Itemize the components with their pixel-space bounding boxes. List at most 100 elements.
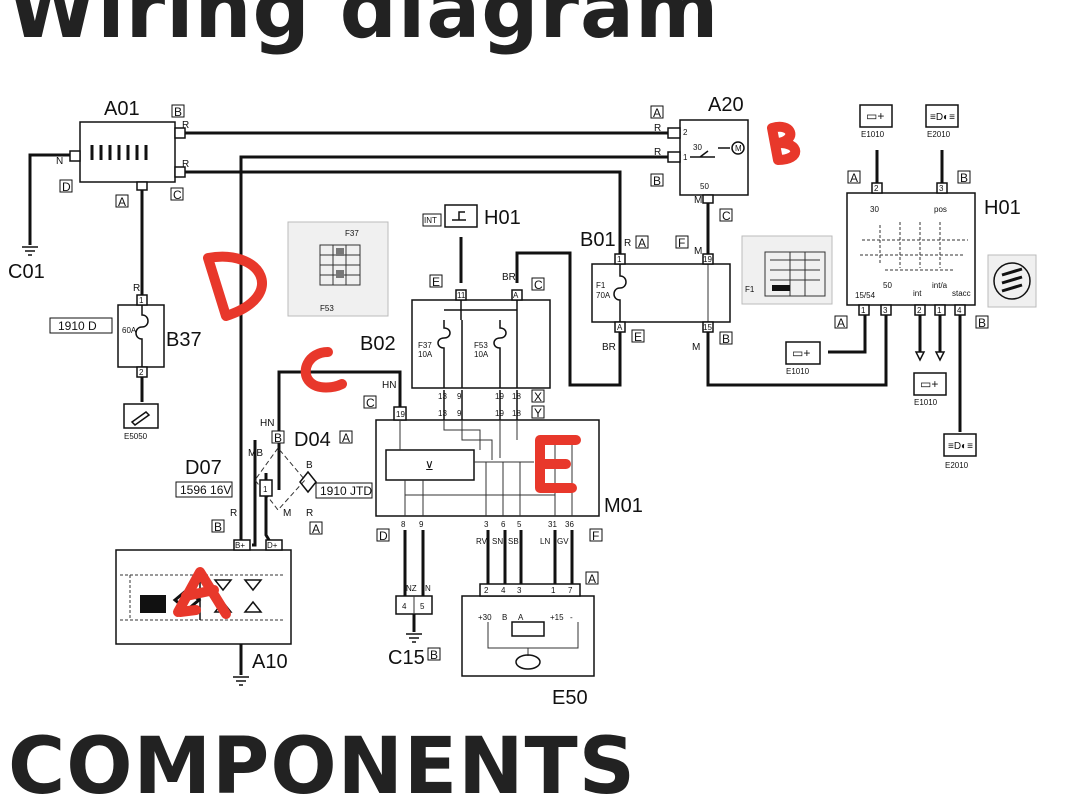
wire-code: M xyxy=(694,195,702,206)
b01-label: B01 xyxy=(580,229,616,251)
component-a20: M 2 30 1 50 xyxy=(667,119,749,204)
e5050-label: E5050 xyxy=(124,432,148,441)
switch-inset xyxy=(987,254,1037,308)
fusebox-inset-f1: F1 xyxy=(741,235,833,305)
inset-fuse-label: F53 xyxy=(320,304,334,313)
pin-number: 13 xyxy=(438,392,447,401)
wire-a01-to-b01 xyxy=(175,170,622,257)
wire-b02-to-m01-bus xyxy=(443,390,518,420)
e1010-label: E1010 xyxy=(786,367,810,376)
ground-icon xyxy=(22,246,38,256)
pin-number: 31 xyxy=(548,520,557,529)
pin-number: 3 xyxy=(939,184,944,193)
page-title: Wiring diagram xyxy=(8,0,720,56)
c15-label: C15 xyxy=(388,647,425,669)
wire-code: R xyxy=(654,147,661,158)
motor-icon: M xyxy=(735,144,742,153)
wire-code: M xyxy=(694,246,702,257)
wire-b02-a-to-b01-a xyxy=(515,251,622,387)
pin-number: 2 xyxy=(874,184,879,193)
fuse-rating: 60A xyxy=(122,326,137,335)
pin-number: 4 xyxy=(501,586,506,595)
tag: B xyxy=(214,520,222,534)
sensor-icon xyxy=(299,470,317,494)
tag: A xyxy=(342,431,350,445)
component-h01-switch: 2 3 30 pos 15/54 50 int int/a stacc 1 3 … xyxy=(846,182,976,316)
pin-number: 3 xyxy=(883,306,888,315)
wire-a01-to-c01 xyxy=(28,153,80,245)
d04-variant: 1910 JTD xyxy=(320,484,372,498)
annotation-c xyxy=(300,347,347,393)
wire-d04-dashed xyxy=(254,447,306,511)
tag: D xyxy=(379,529,388,543)
tag: F xyxy=(592,529,599,543)
pin-number: 2 xyxy=(683,128,688,137)
wire-h01-1554 xyxy=(828,312,867,354)
wire-code: HN xyxy=(260,418,274,429)
pin-number: A xyxy=(617,323,623,332)
pin-number: 4 xyxy=(957,306,962,315)
ground-icon xyxy=(406,633,422,643)
pin-number: 15 xyxy=(703,323,712,332)
pin-name: 30 xyxy=(870,205,879,214)
pin-number: 1 xyxy=(139,296,144,305)
fusebox-inset-f37-f53: F37 F53 xyxy=(287,221,389,317)
pin-number: 2 xyxy=(139,368,144,377)
c01-label: C01 xyxy=(8,261,45,283)
pin-name: A xyxy=(518,613,524,622)
sensor-icon xyxy=(130,411,151,426)
inset-fuse-label: F1 xyxy=(745,285,755,294)
wire-code: B xyxy=(306,460,313,471)
switch-icon xyxy=(452,211,466,221)
tag: C xyxy=(722,209,731,223)
pin-number: 3 xyxy=(517,586,522,595)
lamp-e2010-low: ≡D◐≡ E2010 xyxy=(943,433,977,470)
wire-code: R xyxy=(624,238,631,249)
pin-name: int xyxy=(913,289,922,298)
b02-label: B02 xyxy=(360,333,396,355)
d04-label: D04 xyxy=(294,429,331,451)
lamp-icon: ▭+ xyxy=(792,346,810,360)
pin-number: 4 xyxy=(402,602,407,611)
pin-number: 9 xyxy=(419,520,424,529)
annotation-d xyxy=(203,251,267,321)
component-b01: F1 70A 1 19 15 A xyxy=(591,253,731,333)
pin-number: 7 xyxy=(568,586,573,595)
section-heading: COMPONENTS xyxy=(8,722,636,812)
b37-variant: 1910 D xyxy=(58,319,97,333)
tag: B xyxy=(960,171,968,185)
wire-code: BR xyxy=(602,342,616,353)
pin-number: 1 xyxy=(937,306,942,315)
pin-name: int/a xyxy=(932,281,948,290)
fuse-rating: 10A xyxy=(418,350,433,359)
fuse-id: F37 xyxy=(418,341,432,350)
tag: A xyxy=(850,171,858,185)
pin-name: +15 xyxy=(550,613,564,622)
wire-code: R xyxy=(133,283,140,294)
component-b02: F37 10A F53 10A 11 A 13 9 19 18 13 9 19 … xyxy=(411,289,551,418)
pin-number: 2 xyxy=(484,586,489,595)
pin-number: 8 xyxy=(401,520,406,529)
e50-label: E50 xyxy=(552,687,588,709)
pin-number: 6 xyxy=(501,520,506,529)
tag: A xyxy=(118,195,126,209)
wire-code: R xyxy=(182,159,189,170)
component-e5050: E5050 xyxy=(123,403,159,441)
lamp-e1010-mid: ▭+ E1010 xyxy=(785,341,821,376)
tag: A xyxy=(588,572,596,586)
fuse-rating: 10A xyxy=(474,350,489,359)
annotation-letters xyxy=(173,121,801,619)
fuse-id: F1 xyxy=(596,281,606,290)
pin-number: 3 xyxy=(484,520,489,529)
pin-number: 1 xyxy=(551,586,556,595)
connector-pins xyxy=(914,351,946,362)
wiring-diagram: A01 B D A C N R R C01 60A 1 2 R B37 1910… xyxy=(8,94,1037,709)
pin-number: 1 xyxy=(683,153,688,162)
pin-name: pos xyxy=(934,205,947,214)
pin-number: 30 xyxy=(693,143,702,152)
pin-name: 15/54 xyxy=(855,291,876,300)
ground-icon xyxy=(233,676,249,686)
wire-b01-15-to-h01-3 xyxy=(706,312,888,387)
wire-code: LN xyxy=(540,537,550,546)
tag: Y xyxy=(534,406,542,420)
